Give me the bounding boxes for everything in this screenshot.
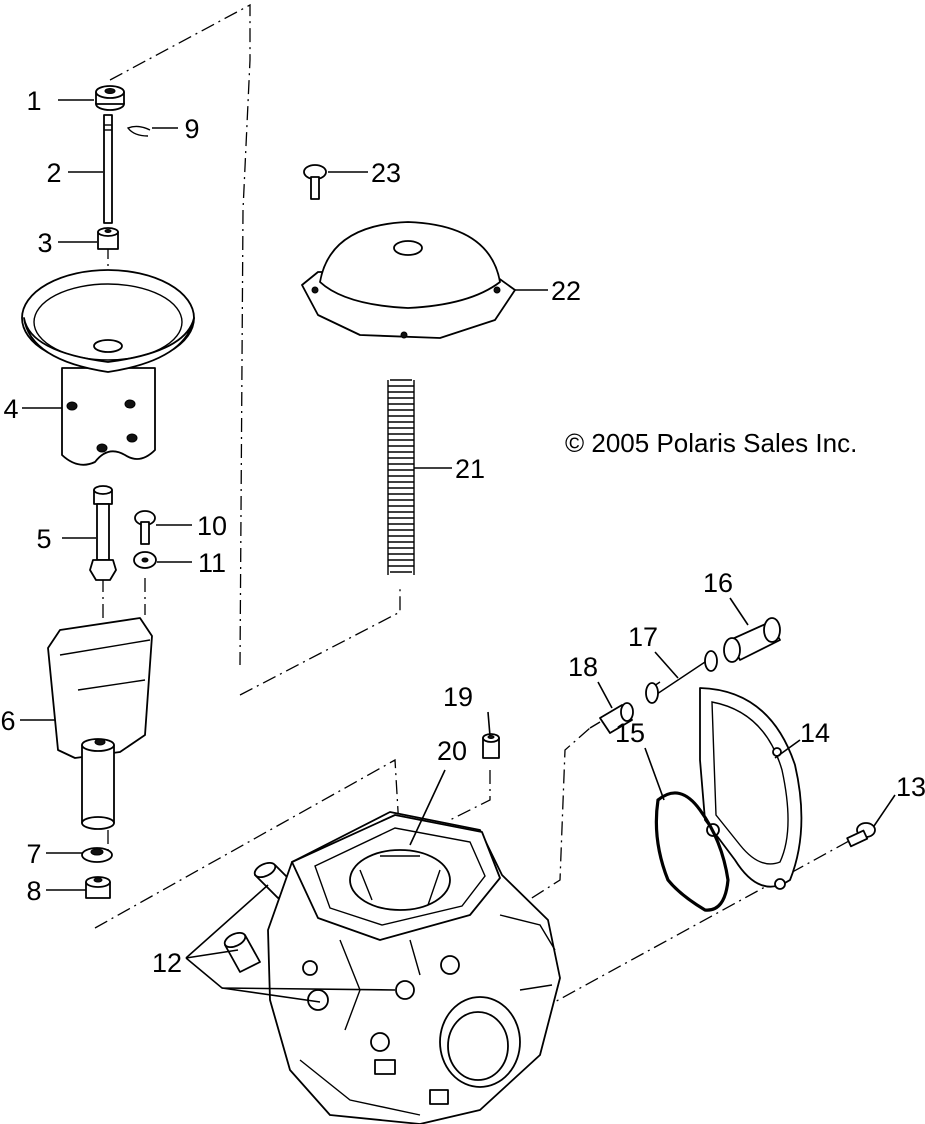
part-8-main-jet (85, 876, 111, 899)
part-10-screw (134, 510, 156, 545)
callout-5: 5 (36, 524, 51, 554)
part-2-jet-needle (103, 114, 113, 224)
part-23-screw (303, 164, 327, 200)
callout-13: 13 (896, 772, 925, 802)
callout-16: 16 (703, 568, 733, 598)
part-9-clip (126, 125, 151, 137)
part-19-pilot-jet (482, 733, 500, 759)
part-20-carburetor-body (267, 811, 561, 1124)
callout-labels: 1 2 3 4 5 6 7 8 9 10 11 12 13 14 15 16 1… (0, 86, 925, 978)
part-5-needle-jet (89, 485, 117, 581)
callout-23: 23 (371, 158, 401, 188)
callout-2: 2 (46, 158, 61, 188)
callout-22: 22 (551, 276, 581, 306)
part-22-top-cover (301, 221, 516, 339)
callout-1: 1 (26, 86, 41, 116)
callout-15: 15 (615, 718, 645, 748)
part-21-spring (387, 379, 415, 575)
callout-7: 7 (26, 839, 41, 869)
callout-10: 10 (197, 511, 227, 541)
part-13-screw (846, 822, 876, 848)
copyright-notice: © 2005 Polaris Sales Inc. (565, 428, 857, 458)
callout-9: 9 (184, 114, 199, 144)
callout-4: 4 (3, 394, 18, 424)
callout-12: 12 (152, 948, 182, 978)
callout-18: 18 (568, 652, 598, 682)
callout-6: 6 (0, 706, 15, 736)
callout-21: 21 (455, 454, 485, 484)
part-14-cover (699, 687, 803, 890)
part-3-spacer (97, 227, 119, 250)
part-7-washer (81, 847, 113, 863)
part-16-fitting (723, 617, 781, 663)
callout-11: 11 (198, 548, 226, 578)
callout-17: 17 (628, 622, 658, 652)
part-1-nut (95, 85, 125, 111)
leader-lines (20, 99, 896, 1003)
part-15-gasket (654, 791, 730, 912)
callout-8: 8 (26, 876, 41, 906)
part-6-slide-holder (47, 617, 153, 830)
callout-19: 19 (443, 682, 473, 712)
callout-3: 3 (37, 228, 52, 258)
part-17-spring (645, 650, 718, 704)
callout-14: 14 (800, 718, 830, 748)
part-11-lock-washer (133, 551, 157, 569)
part-4-diaphragm-slide (21, 269, 195, 466)
callout-20: 20 (437, 736, 467, 766)
part-18-plunger (589, 702, 634, 734)
